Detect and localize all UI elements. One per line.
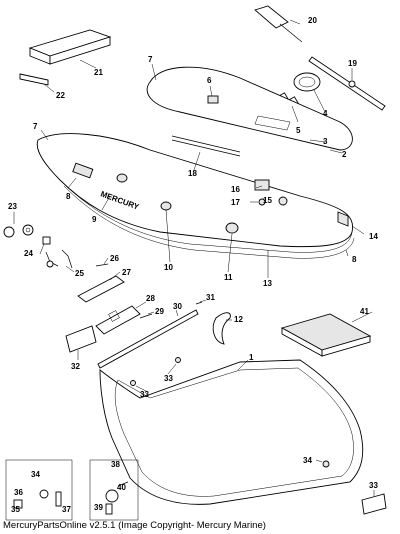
label-6: 6 <box>207 76 212 85</box>
label-28: 28 <box>146 294 155 303</box>
valve-caps[interactable] <box>3 224 34 238</box>
label-20: 20 <box>308 16 317 25</box>
label-7a: 7 <box>148 55 153 64</box>
label-22: 22 <box>56 91 65 100</box>
pressure-gauge[interactable] <box>42 236 51 245</box>
label-5: 5 <box>296 126 301 135</box>
curved-guard[interactable] <box>212 312 231 345</box>
label-36: 36 <box>14 488 23 497</box>
label-18: 18 <box>188 169 197 178</box>
id-plate-small[interactable] <box>361 493 387 515</box>
label-37: 37 <box>62 505 71 514</box>
label-14: 14 <box>369 232 378 241</box>
label-9: 9 <box>92 215 97 224</box>
label-15: 15 <box>263 196 272 205</box>
label-8b: 8 <box>352 255 357 264</box>
repair-kit-bag[interactable] <box>280 313 372 357</box>
seat-bench[interactable] <box>28 29 112 65</box>
oar[interactable] <box>254 5 303 43</box>
label-41: 41 <box>360 307 369 316</box>
copyright-footer: MercuryPartsOnline v2.5.1 (Image Copyrig… <box>3 520 266 531</box>
label-33a: 33 <box>164 374 173 383</box>
seat-clip[interactable] <box>19 73 49 86</box>
id-plate[interactable] <box>65 325 97 353</box>
label-30: 30 <box>173 302 182 311</box>
transom-plate[interactable] <box>77 275 125 303</box>
bolt[interactable] <box>139 313 153 319</box>
label-33c: 33 <box>369 481 378 490</box>
label-21: 21 <box>94 68 103 77</box>
repair-kit-box[interactable] <box>5 459 73 521</box>
label-40: 40 <box>117 483 126 492</box>
label-34a: 34 <box>303 456 312 465</box>
label-39: 39 <box>94 503 103 512</box>
oar-shaft[interactable] <box>308 56 386 111</box>
label-13: 13 <box>263 279 272 288</box>
label-24: 24 <box>24 249 33 258</box>
label-8a: 8 <box>66 192 71 201</box>
part-labels: 20 19 7 6 21 22 4 5 7 3 2 18 16 17 15 8 … <box>8 16 378 514</box>
screw[interactable] <box>95 263 109 267</box>
label-33b: 33 <box>140 390 149 399</box>
label-11: 11 <box>224 273 233 282</box>
label-10: 10 <box>164 263 173 272</box>
label-19: 19 <box>348 59 357 68</box>
label-7b: 7 <box>33 122 38 131</box>
label-17: 17 <box>231 198 240 207</box>
label-3: 3 <box>323 137 328 146</box>
upper-tube[interactable] <box>146 66 353 151</box>
boat-floor[interactable] <box>99 357 364 505</box>
label-23: 23 <box>8 202 17 211</box>
rail-end[interactable] <box>195 301 203 305</box>
label-12: 12 <box>234 315 243 324</box>
pump-kit-box[interactable] <box>89 459 139 521</box>
handle-plate[interactable] <box>95 305 141 335</box>
label-35: 35 <box>11 505 20 514</box>
floor-rail[interactable] <box>97 309 199 369</box>
inflatable-boat[interactable]: MERCURY <box>36 133 355 259</box>
label-2: 2 <box>342 150 347 159</box>
label-31: 31 <box>206 293 215 302</box>
label-29: 29 <box>155 307 164 316</box>
label-16: 16 <box>231 185 240 194</box>
label-4: 4 <box>323 109 328 118</box>
oarlock[interactable] <box>293 72 321 92</box>
seat-rail[interactable] <box>171 135 241 157</box>
label-25: 25 <box>75 269 84 278</box>
leader-lines <box>13 19 375 496</box>
label-1: 1 <box>249 353 254 362</box>
label-32: 32 <box>71 362 80 371</box>
label-26: 26 <box>110 254 119 263</box>
valve-hose[interactable] <box>45 249 73 269</box>
label-27: 27 <box>122 268 131 277</box>
label-34b: 34 <box>31 470 40 479</box>
label-38: 38 <box>111 460 120 469</box>
